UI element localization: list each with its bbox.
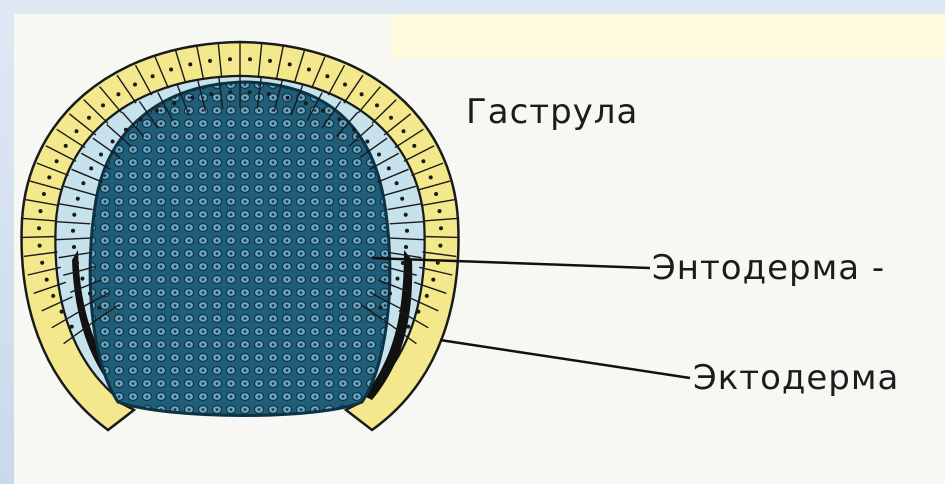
ectoderm-nucleus bbox=[38, 244, 42, 248]
ectoderm-nucleus bbox=[47, 175, 51, 179]
ectoderm-nucleus bbox=[42, 192, 46, 196]
endoderm-nucleus bbox=[124, 128, 128, 132]
endoderm-nucleus bbox=[379, 306, 383, 310]
endoderm-nucleus bbox=[111, 140, 115, 144]
endoderm-nucleus bbox=[396, 277, 400, 281]
ectoderm-nucleus bbox=[228, 57, 232, 61]
ectoderm-nucleus bbox=[375, 103, 379, 107]
endoderm-nucleus bbox=[352, 128, 356, 132]
ectoderm-nucleus bbox=[75, 129, 79, 133]
endoderm-nucleus bbox=[81, 277, 85, 281]
ectoderm-nucleus bbox=[51, 294, 55, 298]
endoderm-nucleus bbox=[304, 101, 308, 105]
ectoderm-nucleus bbox=[421, 159, 425, 163]
ectoderm-nucleus bbox=[438, 209, 442, 213]
ectoderm-nucleus bbox=[188, 62, 192, 66]
endoderm-nucleus bbox=[400, 197, 404, 201]
endoderm-nucleus bbox=[209, 92, 213, 96]
ectoderm-nucleus bbox=[70, 325, 74, 329]
endoderm-nucleus bbox=[365, 140, 369, 144]
ectoderm-nucleus bbox=[438, 244, 442, 248]
ectoderm-nucleus bbox=[208, 59, 212, 63]
endoderm-nucleus bbox=[377, 153, 381, 157]
endoderm-nucleus bbox=[395, 181, 399, 185]
endoderm-nucleus bbox=[75, 261, 79, 265]
ectoderm-nucleus bbox=[406, 325, 410, 329]
ectoderm-nucleus bbox=[133, 83, 137, 87]
ectoderm-nucleus bbox=[360, 92, 364, 96]
ectoderm-label: Эктодерма bbox=[693, 358, 899, 398]
ectoderm-nucleus bbox=[64, 144, 68, 148]
endoderm-nucleus bbox=[321, 109, 325, 113]
ectoderm-nucleus bbox=[55, 159, 59, 163]
ectoderm-nucleus bbox=[429, 175, 433, 179]
ectoderm-nucleus bbox=[40, 261, 44, 265]
ectoderm-nucleus bbox=[151, 74, 155, 78]
ectoderm-nucleus bbox=[439, 226, 443, 230]
endoderm-nucleus bbox=[404, 213, 408, 217]
endoderm-nucleus bbox=[228, 90, 232, 94]
ectoderm-nucleus bbox=[434, 192, 438, 196]
endoderm-nucleus bbox=[401, 261, 405, 265]
endoderm-nucleus bbox=[97, 306, 101, 310]
endoderm-nucleus bbox=[337, 117, 341, 121]
endoderm-nucleus bbox=[76, 197, 80, 201]
ectoderm-nucleus bbox=[288, 62, 292, 66]
ectoderm-nucleus bbox=[416, 310, 420, 314]
endoderm-nucleus bbox=[71, 229, 75, 233]
endoderm-nucleus bbox=[286, 96, 290, 100]
ectoderm-nucleus bbox=[45, 278, 49, 282]
endoderm-nucleus bbox=[89, 166, 93, 170]
endoderm-nucleus bbox=[172, 101, 176, 105]
ectoderm-nucleus bbox=[325, 74, 329, 78]
ectoderm-nucleus bbox=[60, 310, 64, 314]
endoderm-nucleus bbox=[99, 153, 103, 157]
ectoderm-nucleus bbox=[101, 103, 105, 107]
endoderm-nucleus bbox=[190, 96, 194, 100]
ectoderm-nucleus bbox=[268, 59, 272, 63]
ectoderm-nucleus bbox=[37, 226, 41, 230]
endoderm-nucleus bbox=[155, 109, 159, 113]
endoderm-nucleus bbox=[72, 213, 76, 217]
endoderm-nucleus bbox=[88, 292, 92, 296]
endoderm-nucleus bbox=[404, 245, 408, 249]
endoderm-nucleus bbox=[267, 92, 271, 96]
ectoderm-cell-wall bbox=[22, 237, 56, 238]
endoderm-nucleus bbox=[72, 245, 76, 249]
ectoderm-nucleus bbox=[389, 116, 393, 120]
endoderm-nucleus bbox=[388, 292, 392, 296]
ectoderm-nucleus bbox=[116, 92, 120, 96]
ectoderm-pointer bbox=[440, 340, 690, 378]
ectoderm-nucleus bbox=[431, 278, 435, 282]
archenteron-mass bbox=[90, 82, 390, 416]
endoderm-label: Энтодерма - bbox=[652, 248, 885, 288]
ectoderm-nucleus bbox=[402, 129, 406, 133]
ectoderm-nucleus bbox=[39, 209, 43, 213]
endoderm-nucleus bbox=[81, 181, 85, 185]
ectoderm-nucleus bbox=[343, 83, 347, 87]
ectoderm-nucleus bbox=[248, 57, 252, 61]
ectoderm-nucleus bbox=[307, 68, 311, 72]
ectoderm-nucleus bbox=[412, 144, 416, 148]
ectoderm-nucleus bbox=[169, 68, 173, 72]
endoderm-nucleus bbox=[405, 229, 409, 233]
ectoderm-cell-wall bbox=[424, 237, 458, 238]
endoderm-nucleus bbox=[387, 166, 391, 170]
endoderm-nucleus bbox=[248, 90, 252, 94]
gastrula-label: Гаструла bbox=[466, 92, 638, 132]
ectoderm-nucleus bbox=[425, 294, 429, 298]
endoderm-nucleus bbox=[139, 117, 143, 121]
ectoderm-nucleus bbox=[87, 116, 91, 120]
